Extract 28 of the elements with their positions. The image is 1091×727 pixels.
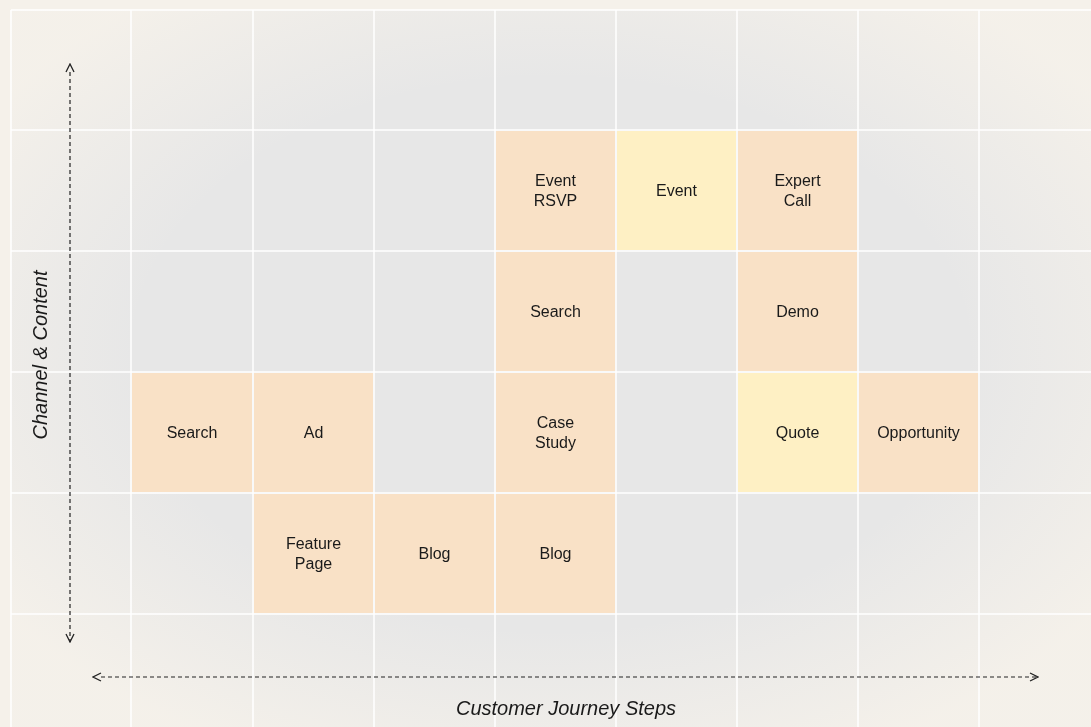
- content-cell: [496, 373, 615, 492]
- content-cell: [254, 373, 373, 492]
- content-cell: [738, 252, 857, 371]
- content-cell: [496, 494, 615, 613]
- content-cell: [132, 373, 252, 492]
- cell-label: Event RSVP: [532, 171, 579, 210]
- cell-label: Search: [166, 422, 218, 443]
- cell-label: Expert Call: [773, 171, 822, 210]
- content-cell: [254, 494, 373, 613]
- content-cell: [738, 373, 857, 492]
- cell-label: Ad: [303, 422, 324, 443]
- cell-label: Opportunity: [877, 422, 960, 443]
- cell-label: Case Study: [534, 413, 577, 452]
- content-cell: [738, 131, 857, 250]
- cell-label: Search: [530, 301, 581, 322]
- cell-label: Feature Page: [284, 534, 343, 573]
- cell-label: Demo: [776, 301, 819, 322]
- content-cell: [617, 131, 736, 250]
- axis-label: Customer Journey Steps: [455, 696, 677, 720]
- content-cell: [496, 131, 615, 250]
- content-cell: [496, 252, 615, 371]
- cell-label: Event: [656, 180, 697, 201]
- cell-label: Blog: [418, 543, 451, 564]
- cell-label: Quote: [775, 422, 820, 443]
- content-cell: [859, 373, 978, 492]
- content-cell: [375, 494, 494, 613]
- cell-label: Blog: [539, 543, 572, 564]
- axis-label: Channel & Content: [28, 270, 52, 440]
